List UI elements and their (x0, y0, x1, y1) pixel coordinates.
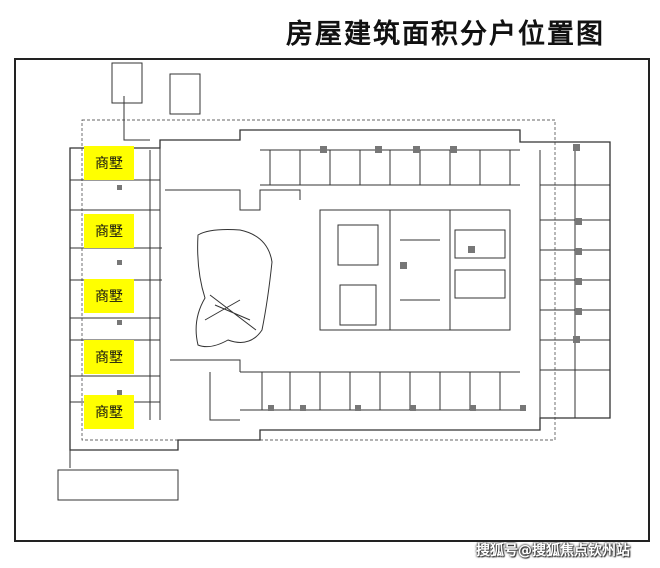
unit-label: 商墅 (95, 289, 123, 305)
unit-label: 商墅 (95, 156, 123, 172)
unit-label: 商墅 (95, 224, 123, 240)
unit-shangshu-4: 商墅 (84, 340, 134, 374)
unit-shangshu-5: 商墅 (84, 395, 134, 429)
page-title: 房屋建筑面积分户位置图 (286, 19, 605, 50)
watermark: 搜狐号@搜狐焦点钦州站 (476, 543, 630, 559)
drawing-frame (14, 58, 650, 542)
unit-label: 商墅 (95, 350, 123, 366)
unit-shangshu-1: 商墅 (84, 146, 134, 180)
unit-shangshu-3: 商墅 (84, 279, 134, 313)
unit-shangshu-2: 商墅 (84, 214, 134, 248)
unit-label: 商墅 (95, 405, 123, 421)
